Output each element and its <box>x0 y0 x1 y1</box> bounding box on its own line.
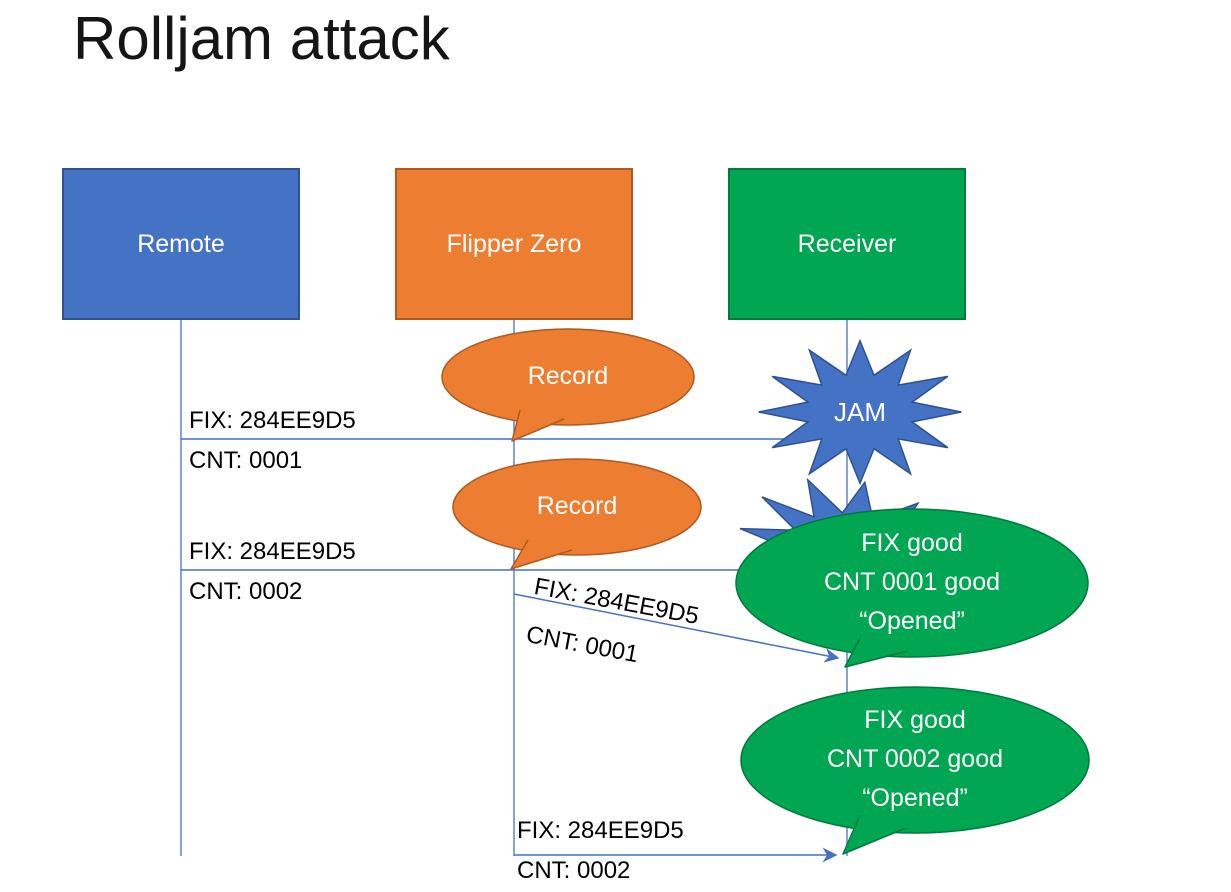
opened-callout-2-text: FIX good CNT 0002 good “Opened” <box>739 701 1091 818</box>
actor-box-receiver: Receiver <box>728 168 966 320</box>
record-callout-1-label: Record <box>527 362 609 390</box>
message-1-fix-label: FIX: 284EE9D5 <box>189 407 356 434</box>
opened-callout-1-shape <box>735 508 1089 668</box>
message-2-cnt-label: CNT: 0002 <box>189 578 303 605</box>
jam-starburst-1 <box>758 338 962 486</box>
jam-starburst-label: JAM <box>834 397 886 427</box>
record-callout-2-shape <box>452 458 702 570</box>
message-2-fix-label: FIX: 284EE9D5 <box>189 538 356 565</box>
opened-callout-1-line2: CNT 0001 good <box>823 568 1001 596</box>
record-callout-2-label: Record <box>536 492 618 520</box>
opened-callout-2-shape <box>740 686 1090 855</box>
message-4-fix-label: FIX: 284EE9D5 <box>517 817 684 844</box>
actor-box-remote: Remote <box>62 168 300 320</box>
opened-callout-2-line2: CNT 0002 good <box>826 745 1004 773</box>
actor-label-flipper-zero: Flipper Zero <box>446 229 582 258</box>
opened-callout-1-line3: “Opened” <box>859 607 965 635</box>
opened-callout-1-text: FIX good CNT 0001 good “Opened” <box>736 524 1088 641</box>
slide-title: Rolljam attack <box>73 5 450 72</box>
actor-box-flipper-zero: Flipper Zero <box>395 168 633 320</box>
actor-label-remote: Remote <box>137 229 225 258</box>
actor-label-receiver: Receiver <box>797 229 897 258</box>
message-4-cnt-label: CNT: 0002 <box>517 857 631 884</box>
opened-callout-2-line1: FIX good <box>864 706 966 734</box>
record-callout-1-shape <box>441 328 695 442</box>
message-1-cnt-label: CNT: 0001 <box>189 447 303 474</box>
opened-callout-2-line3: “Opened” <box>862 784 968 812</box>
opened-callout-1-line1: FIX good <box>861 529 963 557</box>
message-line-3-replay <box>513 593 840 663</box>
